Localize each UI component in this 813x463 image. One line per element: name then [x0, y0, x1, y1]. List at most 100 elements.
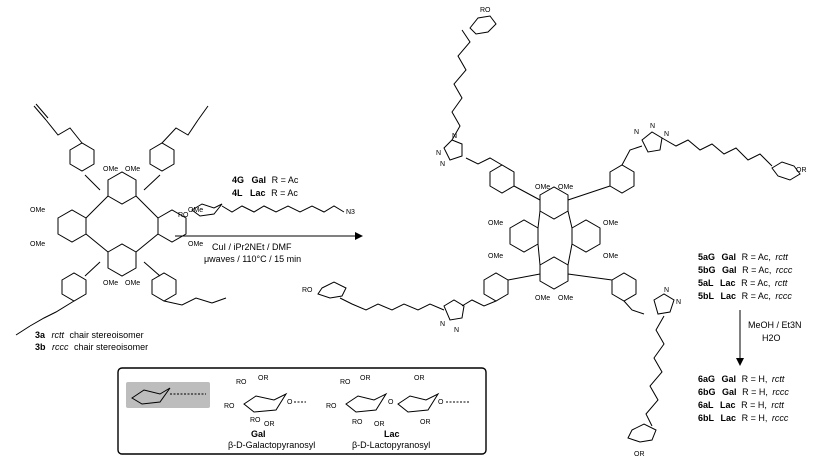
list-item: 6bG Gal R = H, rccc	[698, 387, 789, 397]
aryl-ring-bl	[61, 272, 87, 302]
list-item: 5aG Gal R = Ac, rctt	[698, 252, 788, 262]
gal-name: Gal	[251, 429, 266, 439]
triazole-ring	[443, 299, 465, 321]
product-structure: OMe OMe OMe OMe OMe OMe OMe OMe N N N RO…	[302, 7, 807, 458]
ome-label: OMe	[558, 295, 573, 302]
ro-label: RO	[480, 7, 491, 14]
list-item: 6bL Lac R = H, rccc	[698, 413, 789, 423]
sugar-chair	[397, 392, 440, 413]
aromatic-ring-left	[509, 219, 539, 253]
sugar-chair	[317, 281, 347, 299]
svg-text:4L Lac R = Ac: 4L Lac R = Ac	[232, 188, 298, 198]
r-group: R = Ac	[272, 175, 299, 185]
n-label: N	[664, 131, 669, 138]
product-list-6: 6aG Gal R = H, rctt 6bG Gal R = H, rccc …	[698, 374, 789, 423]
ro-label: RO	[178, 212, 189, 219]
aromatic-ring-top	[539, 186, 569, 220]
n-label: N	[454, 327, 459, 334]
aryl-ring-tl	[69, 142, 95, 172]
ro-label: RO	[236, 379, 247, 386]
o-label: O	[388, 399, 394, 406]
compound-id-3a: 3a	[35, 330, 46, 340]
ome-label: OMe	[603, 253, 618, 260]
svg-text:3a rctt chair ster: 3a rctt chair stereoisomer	[35, 330, 144, 340]
deprotect-line-2: H2O	[762, 333, 781, 343]
aryl-ring-tr	[149, 142, 175, 172]
stereo-label: rctt	[52, 330, 65, 340]
reaction-conditions: 4G Gal R = Ac 4L Lac R = Ac RO N3 CuI / …	[175, 175, 363, 264]
aromatic-ring-right	[571, 219, 601, 253]
ro-label: RO	[352, 419, 363, 426]
or-label: OR	[420, 419, 431, 426]
or-label: OR	[258, 375, 269, 382]
aryl-ring-tl	[489, 164, 515, 194]
ome-label: OMe	[558, 184, 573, 191]
ome-label: OMe	[103, 280, 118, 287]
ome-label: OMe	[30, 207, 45, 214]
aryl-ring-br	[611, 272, 637, 302]
ro-label: RO	[326, 403, 337, 410]
aryl-ring-tr	[609, 164, 635, 194]
product-list-5: 5aG Gal R = Ac, rctt 5bG Gal R = Ac, rcc…	[698, 252, 793, 301]
n-label: N	[676, 299, 681, 306]
ome-label: OMe	[535, 184, 550, 191]
list-item: 6aL Lac R = H, rctt	[698, 400, 784, 410]
triazole-ring	[641, 131, 663, 153]
sugar-chair	[191, 203, 223, 217]
n-label: N	[436, 150, 441, 157]
isomer-text: chair stereoisomer	[74, 342, 148, 352]
ome-label: OMe	[103, 166, 118, 173]
lac-structure: RO RO OR OR RO OR OR O O Lac β-D-Lactopy…	[326, 375, 470, 450]
n-label: N	[664, 287, 669, 294]
aromatic-ring-left	[57, 209, 87, 243]
triazole-ring	[443, 139, 463, 161]
ome-label: OMe	[125, 166, 140, 173]
ome-label: OMe	[535, 295, 550, 302]
sugar-chair	[345, 392, 388, 413]
ome-label: OMe	[188, 207, 203, 214]
sugar-name: Lac	[250, 188, 266, 198]
generic-sugar-bg	[126, 382, 210, 408]
azide-label: N3	[346, 209, 355, 216]
or-label: OR	[796, 167, 807, 174]
ome-label: OMe	[125, 280, 140, 287]
ome-label: OMe	[188, 241, 203, 248]
ome-label: OMe	[488, 253, 503, 260]
ome-label: OMe	[603, 220, 618, 227]
ome-label: OMe	[488, 220, 503, 227]
list-item: 6aG Gal R = H, rctt	[698, 374, 785, 384]
arrow-head	[736, 358, 744, 366]
stereo-label: rccc	[52, 342, 69, 352]
reagent-id: 4G	[232, 175, 244, 185]
aromatic-ring-top	[107, 171, 137, 205]
ro-label: RO	[224, 403, 235, 410]
legend-box: RO RO OR RO OR O Gal β-D-Galactopyranosy…	[117, 367, 487, 455]
sugar-chair	[771, 161, 801, 181]
or-label: OR	[360, 375, 371, 382]
isomer-text: chair stereoisomer	[70, 330, 144, 340]
triazole-ring	[653, 293, 675, 315]
n-label: N	[440, 161, 445, 168]
sugar-chair	[627, 423, 657, 443]
list-item: 5bG Gal R = Ac, rccc	[698, 265, 793, 275]
aromatic-ring-bottom	[107, 243, 137, 277]
or-label: OR	[374, 421, 385, 428]
conditions-line-2: μwaves / 110°C / 15 min	[204, 254, 301, 264]
deprotect-line-1: MeOH / Et3N	[748, 320, 802, 330]
or-label: OR	[414, 375, 425, 382]
o-label: O	[287, 399, 293, 406]
legend-frame	[117, 367, 487, 455]
or-label: OR	[264, 421, 275, 428]
ro-label: RO	[340, 379, 351, 386]
reagent-id: 4L	[232, 188, 243, 198]
compound-id-3b: 3b	[35, 342, 46, 352]
n-label: N	[634, 129, 639, 136]
aryl-ring-bl	[483, 272, 509, 302]
n-label: N	[650, 123, 655, 130]
sugar-name: Gal	[252, 175, 267, 185]
aromatic-ring-bottom	[539, 256, 569, 290]
gal-full-name: β-D-Galactopyranosyl	[228, 440, 315, 450]
or-label: OR	[634, 451, 645, 458]
gal-structure: RO RO OR RO OR O Gal β-D-Galactopyranosy…	[224, 375, 315, 450]
